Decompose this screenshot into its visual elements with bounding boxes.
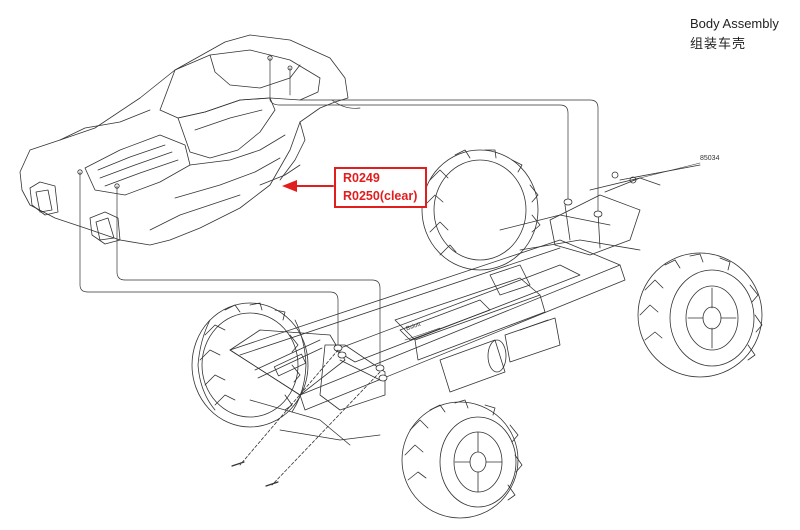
body-clip [265, 481, 279, 487]
part-number-small: 85034 [700, 155, 720, 162]
body-shell [19, 34, 349, 246]
diagram-title-chinese: 组装车壳 [690, 37, 747, 52]
diagram-title: Body Assembly [690, 16, 779, 31]
wheel-rear-left [421, 149, 541, 271]
part-number-r0250: R0250(clear) [343, 189, 418, 203]
truck-chassis [229, 164, 701, 446]
body-clip [231, 461, 245, 467]
part-number-r0249: R0249 [343, 171, 380, 185]
assembly-guide-lines [79, 57, 599, 366]
callout-arrow [282, 180, 334, 192]
wheel-rear-right [637, 252, 763, 378]
wheel-front-left [191, 302, 309, 428]
part-callout-box [334, 167, 427, 208]
part-pointer-line [639, 162, 701, 179]
wheel-front-right [401, 399, 523, 519]
